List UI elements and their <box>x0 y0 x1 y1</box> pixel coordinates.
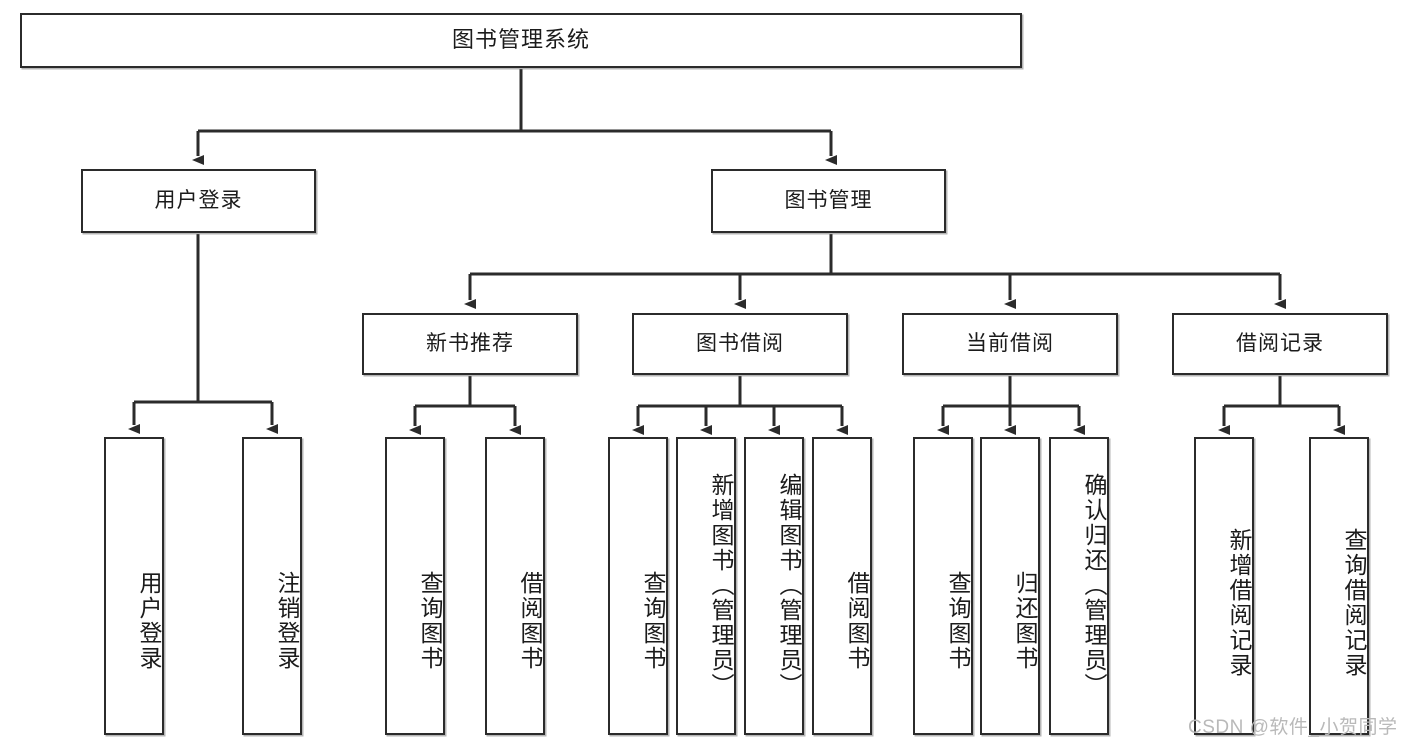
node-label: 确认归还（管理员） <box>1081 472 1107 698</box>
leaf-current-borrow-confirm-return-admin[interactable]: 确认归还（管理员） <box>1049 437 1109 735</box>
node-label: 编辑图书（管理员） <box>776 472 802 698</box>
leaf-borrow-record-query-record[interactable]: 查询借阅记录 <box>1309 437 1369 735</box>
leaf-book-borrow-borrow-books[interactable]: 借阅图书 <box>812 437 872 735</box>
node-label: 注销登录 <box>274 571 300 671</box>
node-label: 借阅图书 <box>844 571 870 671</box>
node-label: 查询图书 <box>640 571 666 671</box>
leaf-borrow-record-add-record[interactable]: 新增借阅记录 <box>1194 437 1254 735</box>
node-label: 用户登录 <box>136 571 162 671</box>
node-root-book-management-system[interactable]: 图书管理系统 <box>20 13 1022 68</box>
node-label: 图书管理系统 <box>451 27 590 53</box>
leaf-user-login-logout[interactable]: 注销登录 <box>242 437 302 735</box>
leaf-current-borrow-return-books[interactable]: 归还图书 <box>980 437 1040 735</box>
node-borrow-record[interactable]: 借阅记录 <box>1172 313 1388 375</box>
leaf-new-book-query-books[interactable]: 查询图书 <box>385 437 445 735</box>
node-new-book-recommendation[interactable]: 新书推荐 <box>362 313 578 375</box>
node-label: 查询借阅记录 <box>1341 528 1367 678</box>
node-book-borrow[interactable]: 图书借阅 <box>632 313 848 375</box>
node-label: 图书管理 <box>784 189 873 213</box>
node-label: 用户登录 <box>154 189 243 213</box>
node-label: 查询图书 <box>417 571 443 671</box>
node-current-borrow[interactable]: 当前借阅 <box>902 313 1118 375</box>
node-label: 图书借阅 <box>696 332 784 356</box>
node-label: 查询图书 <box>945 571 971 671</box>
node-book-management[interactable]: 图书管理 <box>711 169 946 233</box>
node-label: 借阅记录 <box>1236 332 1324 356</box>
leaf-user-login-login[interactable]: 用户登录 <box>104 437 164 735</box>
watermark-text: CSDN @软件_小贺同学 <box>1188 717 1398 738</box>
node-label: 新增图书（管理员） <box>708 472 734 698</box>
node-label: 借阅图书 <box>517 571 543 671</box>
node-label: 新增借阅记录 <box>1226 528 1252 678</box>
leaf-current-borrow-query-books[interactable]: 查询图书 <box>913 437 973 735</box>
leaf-new-book-borrow-books[interactable]: 借阅图书 <box>485 437 545 735</box>
leaf-book-borrow-edit-book-admin[interactable]: 编辑图书（管理员） <box>744 437 804 735</box>
node-label: 新书推荐 <box>426 332 514 356</box>
node-label: 归还图书 <box>1012 571 1038 671</box>
node-label: 当前借阅 <box>966 332 1054 356</box>
leaf-book-borrow-add-book-admin[interactable]: 新增图书（管理员） <box>676 437 736 735</box>
leaf-book-borrow-query-books[interactable]: 查询图书 <box>608 437 668 735</box>
node-user-login[interactable]: 用户登录 <box>81 169 316 233</box>
